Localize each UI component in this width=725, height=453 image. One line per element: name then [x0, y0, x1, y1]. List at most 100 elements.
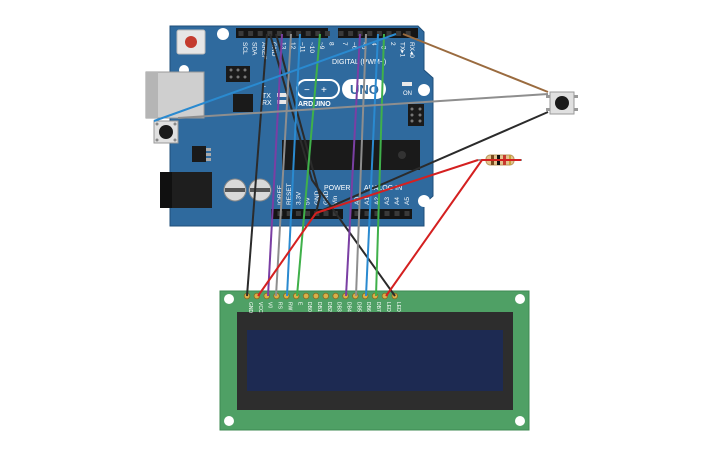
- header-pins: [238, 31, 411, 36]
- header-pin[interactable]: [315, 31, 321, 36]
- power-pin[interactable]: [323, 211, 329, 216]
- wire-purple-a[interactable]: [267, 33, 283, 297]
- header-pin[interactable]: [248, 31, 254, 36]
- header-pin[interactable]: [386, 31, 392, 36]
- header-pin-label: ~9: [318, 42, 325, 50]
- rx-label: RX: [262, 100, 272, 107]
- power-label: POWER: [324, 185, 350, 192]
- analog-pin-label: A3: [384, 197, 391, 205]
- header-pin-label: ~10: [308, 42, 315, 53]
- pushbutton-left[interactable]: [153, 120, 179, 144]
- wire-green-a[interactable]: [296, 33, 321, 297]
- lcd-screen: [247, 330, 503, 391]
- power-jack: [160, 172, 212, 208]
- wire-purple-b[interactable]: [345, 33, 361, 297]
- header-pin[interactable]: [305, 31, 311, 36]
- pushbutton-right[interactable]: [546, 91, 578, 115]
- reset-button[interactable]: [176, 29, 206, 55]
- header-pin[interactable]: [276, 31, 282, 36]
- wire-red-vcc[interactable]: [257, 212, 317, 297]
- usb-connector: [145, 71, 205, 119]
- analog-pin-label: A5: [404, 197, 411, 205]
- lcd-pin-label: DB0: [306, 302, 312, 312]
- analog-pin-label: A0: [354, 197, 361, 205]
- wire-brown-button[interactable]: [402, 33, 549, 93]
- svg-text:+: +: [321, 85, 327, 96]
- header-pin[interactable]: [286, 31, 292, 36]
- header-pin-label: ~11: [299, 42, 306, 53]
- header-pin[interactable]: [338, 31, 344, 36]
- power-pin-label: IOREF: [277, 185, 284, 205]
- header-pin-label: 7: [341, 42, 348, 46]
- icsp-header-right: [408, 104, 424, 126]
- header-pin[interactable]: [324, 31, 330, 36]
- mounting-hole: [515, 294, 525, 304]
- lcd-pin-label: V0: [267, 302, 273, 308]
- header-pin-label: AREF: [260, 42, 267, 59]
- capacitor: [223, 178, 247, 202]
- analog-pin[interactable]: [354, 211, 360, 216]
- wire-green-b[interactable]: [375, 33, 385, 297]
- analog-pin[interactable]: [364, 211, 370, 216]
- header-pin[interactable]: [367, 31, 373, 36]
- analog-pin[interactable]: [394, 211, 400, 216]
- wire-red-led[interactable]: [385, 159, 521, 297]
- header-pin[interactable]: [376, 31, 382, 36]
- analog-pin[interactable]: [374, 211, 380, 216]
- header-pin[interactable]: [238, 31, 244, 36]
- power-pin-label: Vin: [332, 195, 339, 205]
- analog-pin[interactable]: [404, 211, 410, 216]
- header-pin-label: ~6: [351, 42, 358, 50]
- lcd-pin-label: LED: [395, 302, 401, 312]
- lcd-pin[interactable]: [312, 292, 320, 300]
- power-pin-label: GND: [314, 190, 321, 205]
- wire-black-button[interactable]: [275, 33, 549, 214]
- analog-pin-label: A2: [374, 197, 381, 205]
- header-pin[interactable]: [296, 31, 302, 36]
- wire-blue-b[interactable]: [365, 33, 379, 297]
- lcd-pin-label: DB1: [316, 302, 322, 312]
- lcd-pin-label: E: [296, 302, 302, 306]
- analog-label: ANALOG IN: [364, 185, 402, 192]
- mounting-hole: [418, 195, 430, 207]
- lcd-pin[interactable]: [302, 292, 310, 300]
- wire-gray-b[interactable]: [355, 33, 367, 297]
- power-pin-label: 3.3V: [295, 191, 302, 205]
- header-pin-label: TX▸1: [399, 42, 406, 58]
- lcd-pin-label: DB6: [365, 302, 371, 312]
- wire-black-gnd-lcd[interactable]: [246, 33, 268, 297]
- header-pin[interactable]: [396, 31, 402, 36]
- mounting-hole: [418, 84, 430, 96]
- lcd-pin[interactable]: [322, 292, 329, 300]
- mounting-hole: [224, 416, 234, 426]
- wire-gray-a[interactable]: [275, 33, 292, 297]
- header-pin[interactable]: [357, 31, 363, 36]
- power-pin[interactable]: [295, 211, 301, 216]
- header-pin-label: 8: [327, 42, 334, 46]
- header-pin[interactable]: [348, 31, 354, 36]
- on-led: [402, 82, 412, 86]
- power-pin[interactable]: [305, 211, 311, 216]
- lcd-pin[interactable]: [332, 292, 339, 300]
- analog-pin[interactable]: [384, 211, 390, 216]
- lcd-pin-label: GND: [247, 302, 253, 314]
- header-pin[interactable]: [405, 31, 411, 36]
- wire-red-resistor[interactable]: [315, 159, 479, 214]
- on-label: ON: [403, 91, 412, 97]
- header-pin-label: 4: [370, 42, 377, 46]
- power-pin-label: RESET: [286, 183, 293, 205]
- power-pin-label: GND: [323, 190, 330, 205]
- power-pin-label: 5V: [305, 196, 312, 205]
- header-pin[interactable]: [267, 31, 273, 36]
- wire-blue-left-button[interactable]: [153, 33, 397, 122]
- usb-chip: [233, 94, 253, 112]
- lcd-pin-label: DB2: [326, 302, 332, 312]
- lcd-pin-label: DB5: [355, 302, 361, 312]
- header-pin-label: 2: [389, 42, 396, 46]
- wire-gray-buttons[interactable]: [177, 93, 549, 119]
- header-pin[interactable]: [257, 31, 263, 36]
- mounting-hole: [217, 28, 229, 40]
- power-pin[interactable]: [286, 211, 292, 216]
